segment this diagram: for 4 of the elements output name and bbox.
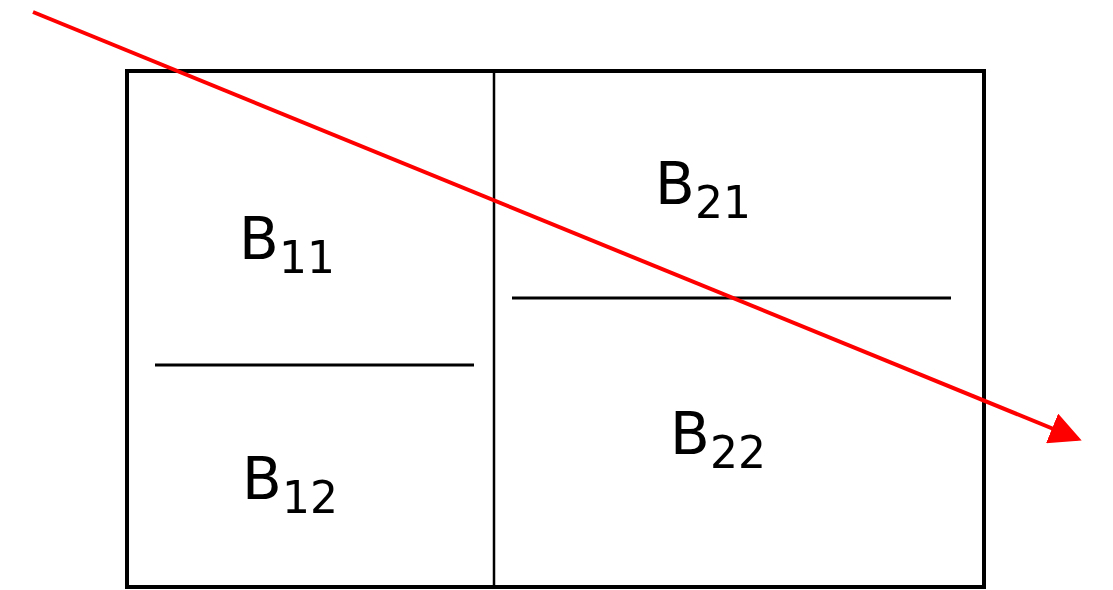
- block-label: B$_{12}$: [242, 450, 338, 520]
- block-label: B$_{21}$: [655, 155, 751, 225]
- block-label: B$_{22}$: [670, 405, 766, 475]
- block-label: B$_{11}$: [239, 210, 335, 280]
